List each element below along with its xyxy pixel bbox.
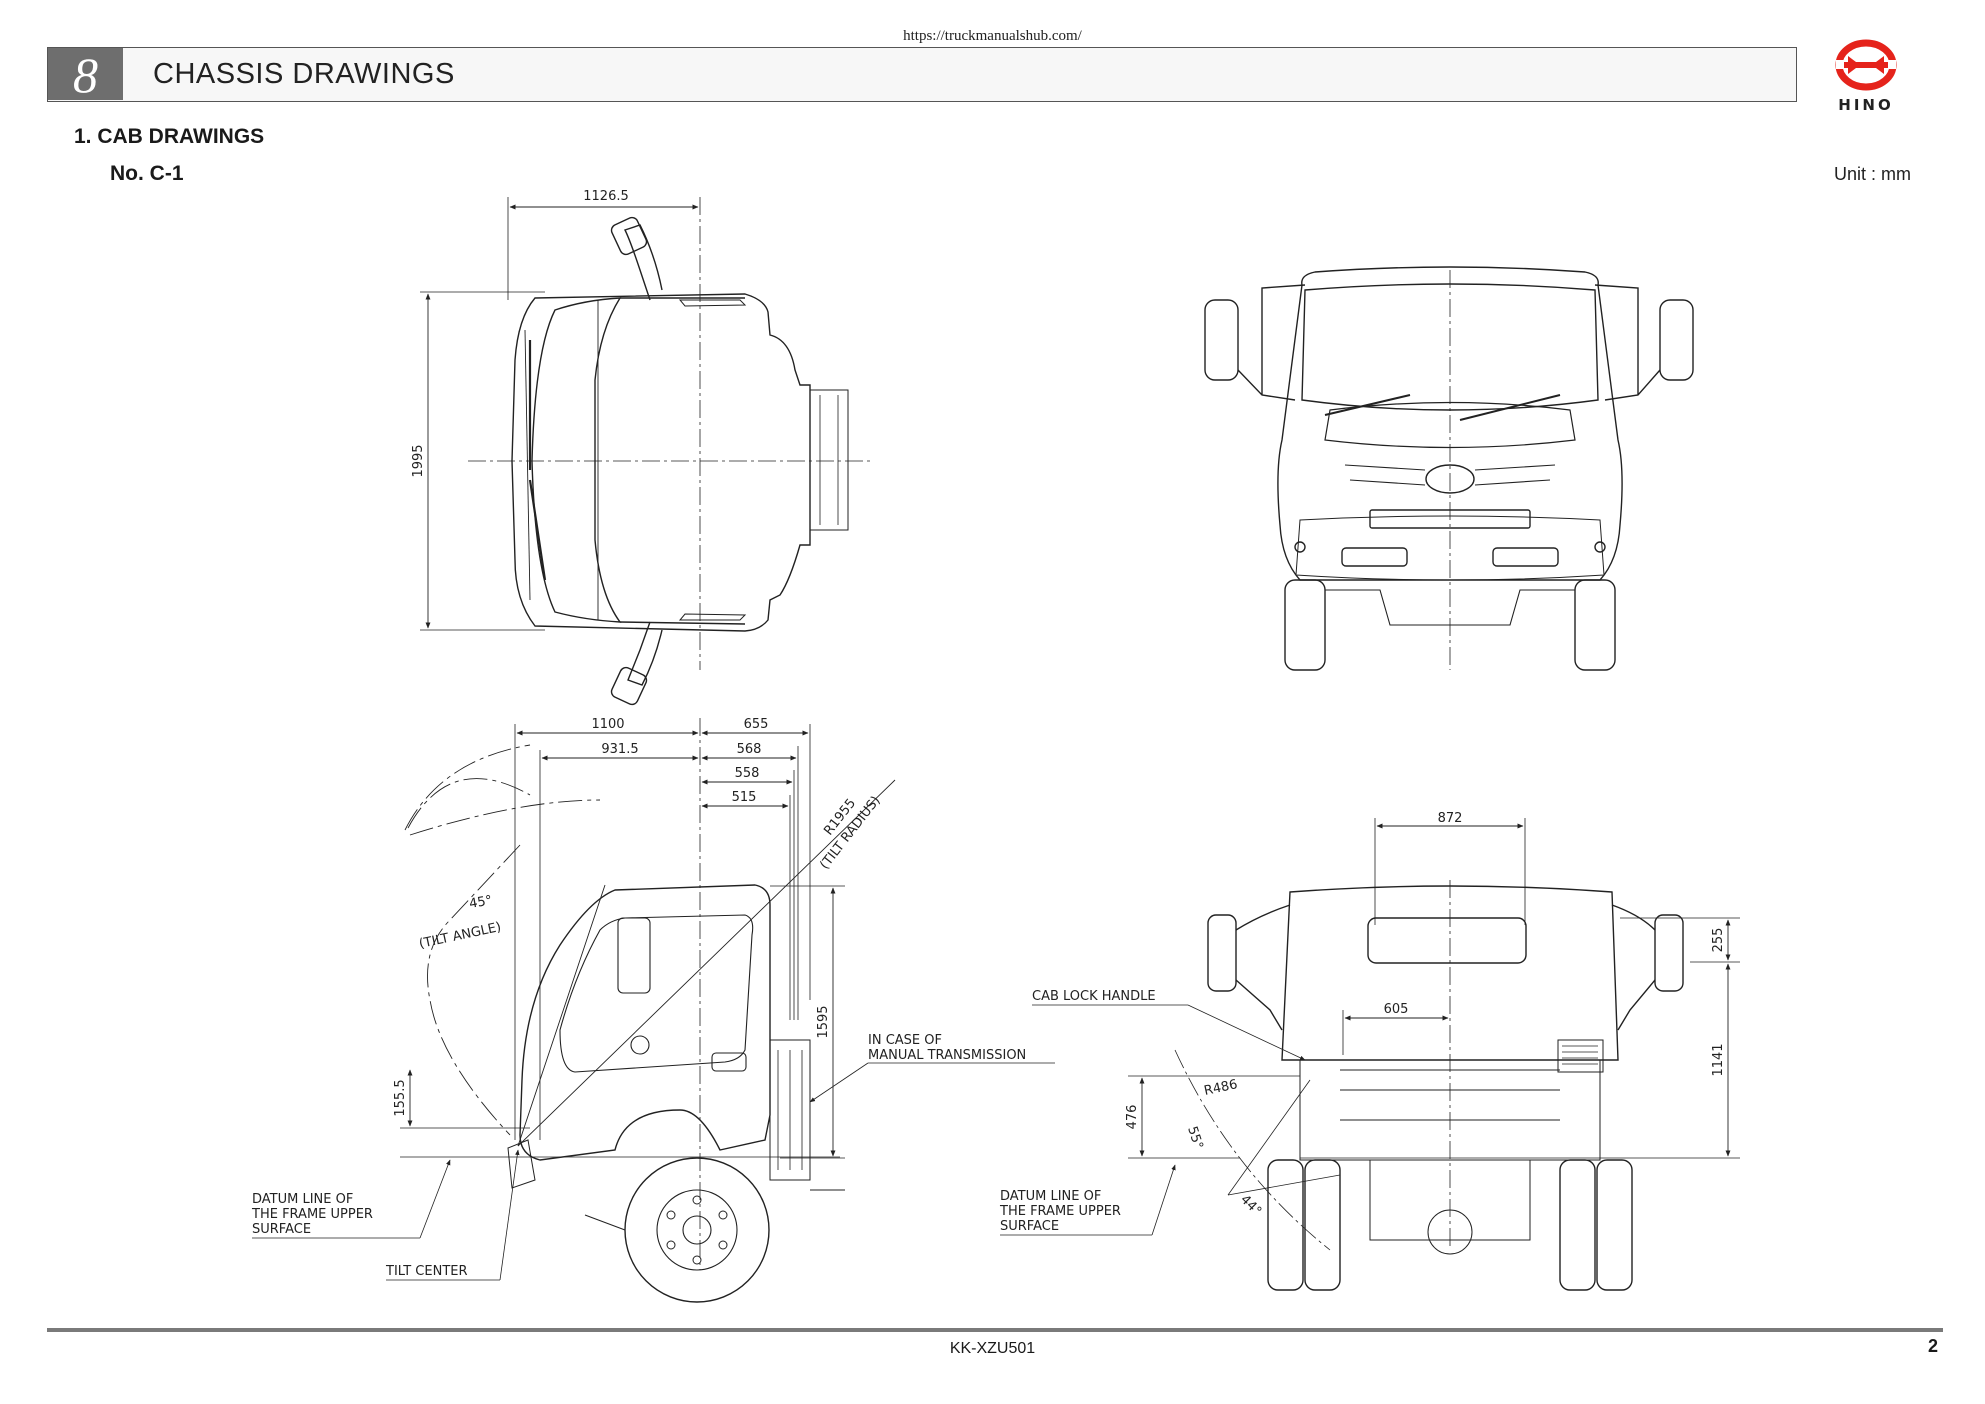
- dim-side-1595: 1595: [816, 1005, 831, 1038]
- dim-rear-605: 605: [1384, 1002, 1409, 1017]
- tilt-angle-label: (TILT ANGLE): [418, 920, 503, 952]
- datum-side-line-2: THE FRAME UPPER: [251, 1207, 373, 1222]
- footer-rule: [47, 1328, 1943, 1332]
- rear-view-drawing: [1128, 818, 1740, 1291]
- dim-rear-476: 476: [1125, 1105, 1140, 1130]
- top-view-drawing: [420, 197, 870, 706]
- chapter-header: 8 CHASSIS DRAWINGS: [47, 47, 1797, 102]
- datum-side-line-1: DATUM LINE OF: [252, 1192, 353, 1207]
- dim-rear-872: 872: [1438, 811, 1463, 826]
- cab-lock-handle-label: CAB LOCK HANDLE: [1032, 989, 1156, 1004]
- dim-top-length: 1995: [411, 444, 426, 477]
- datum-rear-line-1: DATUM LINE OF: [1000, 1189, 1101, 1204]
- chapter-title: CHASSIS DRAWINGS: [153, 58, 455, 90]
- dim-side-568: 568: [737, 742, 762, 757]
- dim-side-931-5: 931.5: [601, 742, 638, 757]
- tilt-center-label: TILT CENTER: [385, 1264, 468, 1279]
- manual-trans-line-1: IN CASE OF: [868, 1033, 942, 1048]
- dim-side-558: 558: [735, 766, 760, 781]
- section-title: 1. CAB DRAWINGS: [74, 125, 265, 148]
- radius-486-label: R486: [1203, 1077, 1239, 1099]
- drawing-number: No. C-1: [110, 162, 184, 185]
- datum-side-line-3: SURFACE: [252, 1222, 311, 1237]
- datum-rear-line-2: THE FRAME UPPER: [999, 1204, 1121, 1219]
- dim-top-width: 1126.5: [583, 189, 629, 204]
- front-view-drawing: [1204, 266, 1694, 671]
- angle-44-label: 44°: [1237, 1192, 1264, 1219]
- cab-drawings: 1126.5 1995: [251, 189, 1740, 1303]
- angle-55-label: 55°: [1184, 1125, 1205, 1152]
- dim-side-515: 515: [732, 790, 757, 805]
- unit-label: Unit : mm: [1834, 164, 1912, 184]
- chapter-number: 8: [48, 48, 123, 102]
- dim-side-655: 655: [744, 717, 769, 732]
- dim-rear-1141: 1141: [1711, 1043, 1726, 1076]
- dim-side-155-5: 155.5: [393, 1079, 408, 1116]
- tilt-angle-value: 45°: [468, 893, 493, 912]
- source-url: https://truckmanualshub.com/: [903, 28, 1082, 44]
- model-code: KK-XZU501: [949, 1340, 1036, 1357]
- logo-text: HINO: [1838, 96, 1893, 114]
- dim-side-1100: 1100: [591, 717, 624, 732]
- hino-logo: HINO: [1835, 39, 1897, 114]
- side-view-drawing: [400, 718, 896, 1303]
- page-number: 2: [1928, 1336, 1939, 1356]
- datum-rear-line-3: SURFACE: [1000, 1219, 1059, 1234]
- manual-trans-line-2: MANUAL TRANSMISSION: [868, 1048, 1026, 1063]
- dim-rear-255: 255: [1711, 928, 1726, 953]
